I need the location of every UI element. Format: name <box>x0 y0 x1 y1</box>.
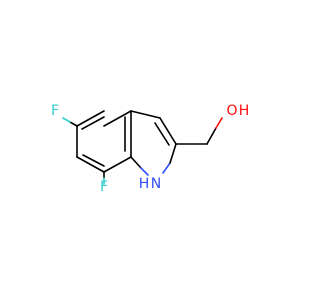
bond-inner-c4-c5 <box>81 116 105 130</box>
bond-c7a-n1 <box>130 156 142 169</box>
molecule-canvas: F F O H N H <box>51 103 250 195</box>
nitrogen-label: N <box>151 176 161 192</box>
bond-c3-c2-double <box>154 122 170 146</box>
bond-c5-c4 <box>76 110 105 127</box>
hydroxyl-hydrogen-label: H <box>239 103 250 119</box>
bond-c4-c4a <box>103 110 132 127</box>
bond-c5-f-fluorine <box>62 117 71 123</box>
bond-ch2-o-colored <box>215 117 223 129</box>
nh-hydrogen-label: H <box>139 176 150 192</box>
fluorine-label-c7: F <box>100 179 108 195</box>
bond-ch2-o <box>206 127 217 145</box>
bond-n1-c2-colored <box>162 162 171 174</box>
bond-inner-c6-c7 <box>82 154 105 167</box>
structure-diagram: F F O H N H <box>51 103 250 195</box>
bond-n1-c7a-colored <box>140 167 149 176</box>
bond-c3-c2 <box>159 117 177 145</box>
bond-c5-f-carbon <box>69 121 78 127</box>
bond-n1-c2 <box>169 143 177 164</box>
fluorine-label-c5: F <box>51 103 59 119</box>
bond-c4a-c3 <box>130 110 161 119</box>
oxygen-label: O <box>226 103 237 119</box>
bond-c7-c6 <box>76 156 105 173</box>
bond-c7a-c7 <box>103 156 132 173</box>
